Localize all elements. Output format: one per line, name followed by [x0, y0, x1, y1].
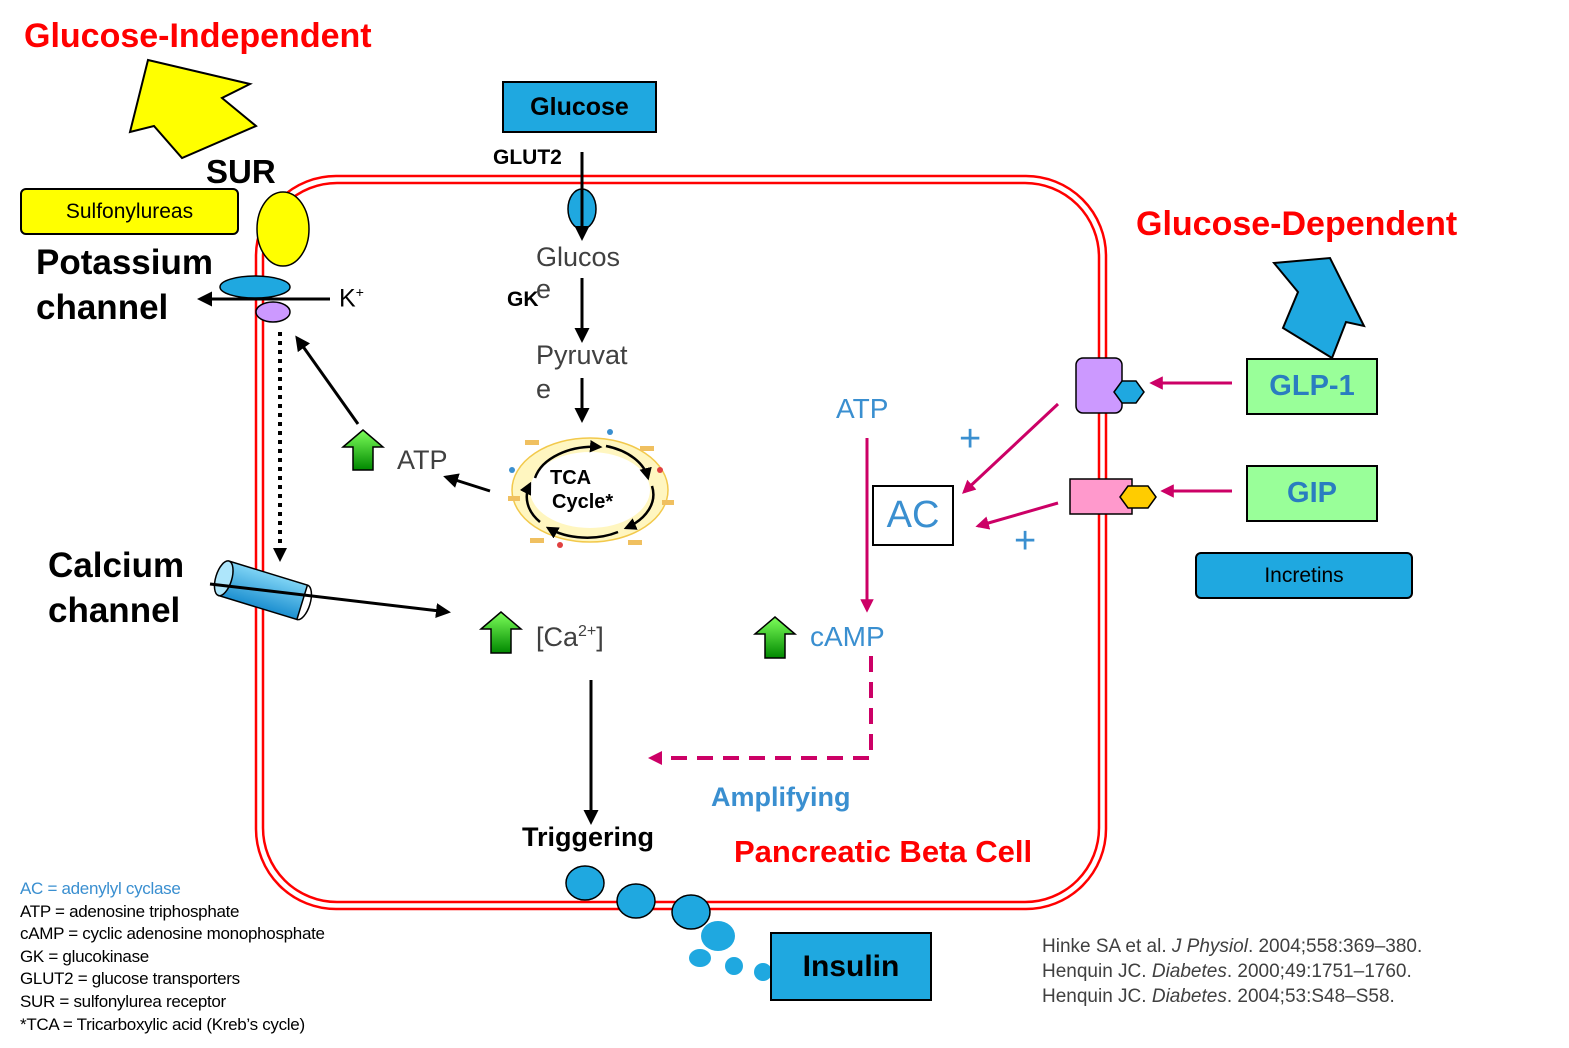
abbreviation-legend: AC = adenylyl cyclase ATP = adenosine tr… [20, 878, 325, 1036]
references: Hinke SA et al. J Physiol. 2004;558:369–… [1042, 934, 1422, 1009]
reference-journal: Diabetes [1151, 961, 1227, 982]
reference-authors: Henquin JC. [1042, 961, 1152, 982]
k-plus-label: K+ [339, 285, 364, 311]
insulin-box-label: Insulin [802, 949, 900, 983]
sulfonylureas-box: Sulfonylureas [20, 188, 239, 235]
gip-box-label: GIP [1287, 477, 1337, 509]
atp-to-channel-arrow [295, 335, 360, 425]
atp-right-label: ATP [836, 393, 889, 424]
incretins-box-label: Incretins [1264, 563, 1344, 587]
tca-label-line1: TCA [550, 467, 592, 489]
legend-item-sur: SUR = sulfonylurea receptor [20, 991, 226, 1011]
glucose-intracellular-line1: Glucos [536, 242, 621, 272]
calcium-increase-arrow-icon [478, 611, 524, 654]
glucose-box: Glucose [502, 81, 657, 133]
glp1-ligand-icon [1113, 380, 1145, 404]
potassium-channel-icon [219, 275, 291, 299]
adenylyl-cyclase-box: AC [872, 485, 954, 546]
calcium-concentration-label: [Ca2+] [536, 624, 604, 651]
reference-item: Henquin JC. Diabetes. 2004;53:S48–S58. [1042, 984, 1422, 1009]
reference-item: Hinke SA et al. J Physiol. 2004;558:369–… [1042, 934, 1422, 959]
gip-receptor-to-ac-arrow [975, 501, 1059, 530]
glp1-box: GLP-1 [1246, 358, 1378, 415]
glucose-independent-label: Glucose-Independent [24, 17, 372, 55]
legend-item-gk: GK = glucokinase [20, 946, 149, 966]
tca-cycle-icon [508, 429, 674, 548]
amplifying-label: Amplifying [711, 782, 851, 812]
reference-item: Henquin JC. Diabetes. 2000;49:1751–1760. [1042, 959, 1422, 984]
glucose-dependent-label: Glucose-Dependent [1136, 205, 1458, 243]
plus-sign-top: + [959, 418, 982, 460]
cell-membrane-outer [254, 174, 1108, 911]
glucose-box-label: Glucose [530, 92, 629, 121]
gip-ligand-icon [1119, 485, 1157, 509]
glp1-receptor-to-ac-arrow [962, 402, 1060, 494]
pyruvate-line1: Pyruvat [536, 340, 628, 370]
gk-label: GK [507, 288, 539, 311]
calcium-close: ] [596, 622, 604, 652]
glp1-box-label: GLP-1 [1269, 370, 1355, 402]
amplifying-arrowhead [648, 751, 662, 765]
glucose-intracellular-line2: e [536, 274, 552, 304]
potassium-channel-label-line2: channel [36, 288, 169, 327]
camp-increase-arrow-icon [752, 616, 798, 659]
glut2-label: GLUT2 [493, 146, 562, 169]
pyruvate-line2: e [536, 374, 552, 404]
legend-item-tca: *TCA = Tricarboxylic acid (Kreb’s cycle) [20, 1014, 305, 1034]
glp1-receptor-icon [1075, 357, 1123, 414]
sur-receptor-icon [256, 191, 310, 267]
ac-label: AC [886, 494, 940, 536]
potassium-channel-label-line1: Potassium [36, 243, 213, 282]
atp-increase-arrow-icon [340, 429, 386, 471]
released-insulin-icon [689, 921, 772, 981]
pancreatic-beta-cell-label: Pancreatic Beta Cell [734, 834, 1033, 869]
k-plus-sup: + [355, 284, 364, 300]
gip-box: GIP [1246, 465, 1378, 522]
reference-authors: Hinke SA et al. [1042, 936, 1172, 957]
calcium-channel-label-line1: Calcium [48, 546, 185, 585]
tca-to-atp-arrow [443, 473, 491, 493]
tca-label-line2: Cycle* [552, 491, 614, 513]
glucose-dependent-arrow-icon [1272, 256, 1366, 360]
triggering-label: Triggering [522, 822, 655, 852]
reference-authors: Henquin JC. [1042, 986, 1152, 1007]
calcium-text: [Ca [536, 622, 579, 652]
legend-item-ac: AC = adenylyl cyclase [20, 879, 181, 898]
camp-label: cAMP [810, 621, 885, 652]
reference-journal: Diabetes [1151, 986, 1227, 1007]
legend-item-camp: cAMP = cyclic adenosine monophosphate [20, 924, 325, 944]
incretins-box: Incretins [1195, 552, 1413, 599]
cell-membrane-inner [261, 181, 1101, 904]
calcium-influx-arrow [209, 582, 451, 619]
sulfonylureas-box-label: Sulfonylureas [65, 199, 194, 223]
atp-left-label: ATP [397, 445, 448, 475]
glucose-independent-arrow-icon [128, 58, 258, 160]
calcium-sup: 2+ [578, 623, 597, 640]
sur-label: SUR [206, 153, 276, 190]
reference-citation: . 2000;49:1751–1760. [1226, 961, 1412, 982]
potassium-channel-gate-icon [255, 301, 291, 323]
reference-citation: . 2004;53:S48–S58. [1226, 986, 1395, 1007]
legend-item-atp: ATP = adenosine triphosphate [20, 901, 240, 921]
plus-sign-bottom: + [1014, 520, 1037, 562]
legend-item-glut2: GLUT2 = glucose transporters [20, 969, 240, 989]
amplifying-dashed-arrow [666, 656, 873, 760]
k-plus-text: K [339, 284, 356, 313]
calcium-channel-label-line2: channel [48, 591, 181, 630]
depolarization-arrowhead [273, 548, 287, 562]
reference-citation: . 2004;558:369–380. [1247, 936, 1423, 957]
insulin-granules-icon [565, 865, 711, 930]
insulin-box: Insulin [770, 932, 932, 1001]
reference-journal: J Physiol [1171, 936, 1248, 957]
